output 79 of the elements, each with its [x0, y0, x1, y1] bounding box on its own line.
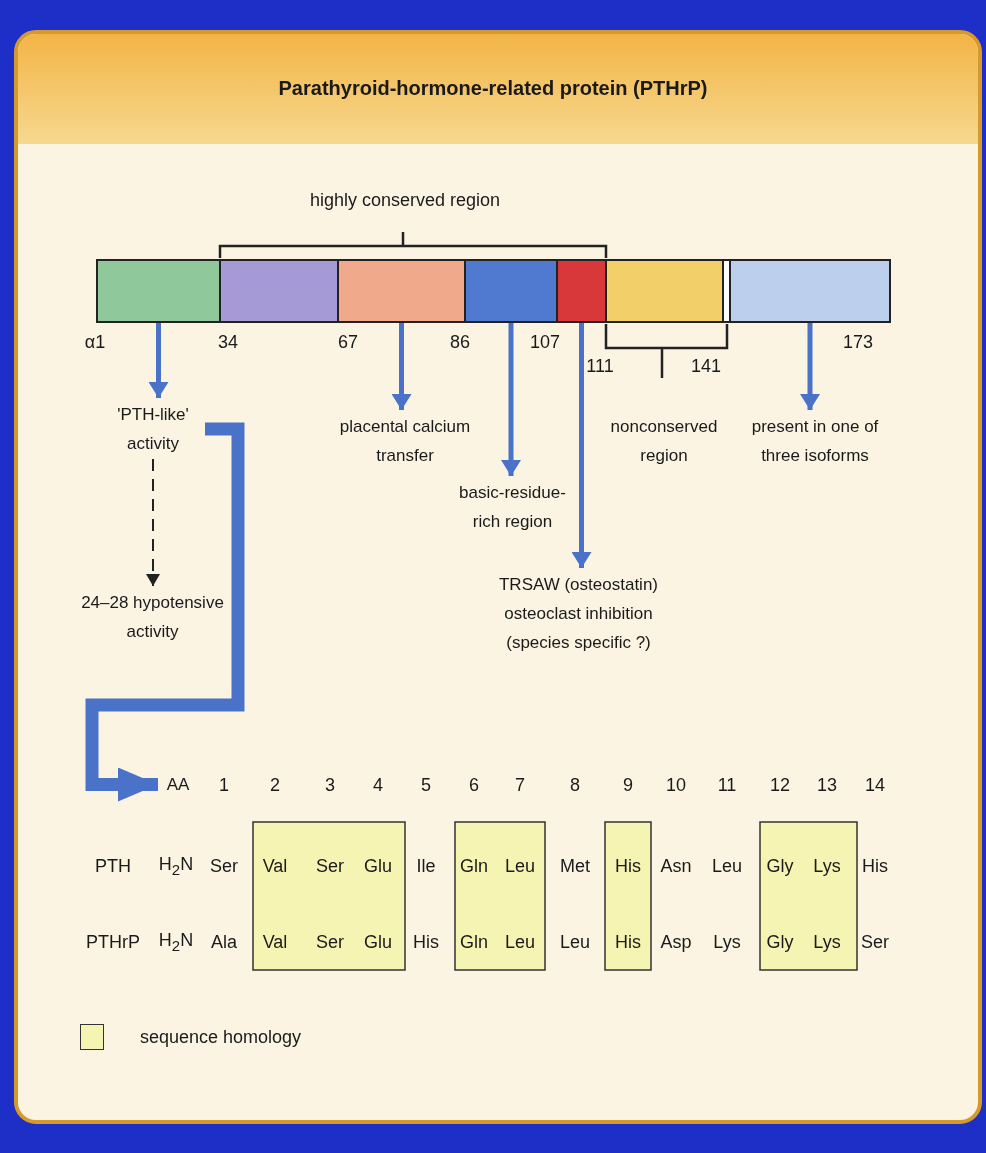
column-header: 14	[865, 774, 885, 796]
column-header: 9	[623, 774, 633, 796]
column-header: 4	[373, 774, 383, 796]
residue-cell: Asp	[660, 931, 692, 953]
residue-cell: H$_{2}$N	[158, 930, 194, 954]
protein-segment	[96, 259, 221, 323]
column-header: 2	[270, 774, 280, 796]
protein-segment	[729, 259, 891, 323]
column-header: 1	[219, 774, 229, 796]
column-header: 7	[515, 774, 525, 796]
row-label: PTHrP	[86, 931, 140, 953]
arrow	[501, 323, 521, 476]
residue-cell: His	[615, 931, 641, 953]
legend-text: sequence homology	[140, 1026, 302, 1048]
residue-number: 86	[450, 331, 470, 353]
annotation-text: 24–28 hypotensive activity	[80, 592, 225, 643]
residue-number: 111	[586, 355, 614, 377]
column-header: 5	[421, 774, 431, 796]
residue-number: α1	[84, 331, 106, 353]
residue-cell: Glu	[364, 855, 392, 877]
residue-cell: Met	[560, 855, 590, 877]
residue-cell: Val	[262, 931, 288, 953]
residue-cell: Ile	[416, 855, 436, 877]
residue-cell: Ser	[316, 931, 344, 953]
region-label: highly conserved region	[309, 189, 501, 211]
annotation-text: osteoclast inhibition (species specific ?)	[503, 603, 654, 654]
residue-number: 34	[218, 331, 238, 353]
residue-cell: Leu	[505, 931, 535, 953]
residue-number: 173	[843, 331, 873, 353]
residue-cell: Gly	[766, 855, 794, 877]
column-header: 3	[325, 774, 335, 796]
residue-cell: Lys	[713, 931, 741, 953]
residue-cell: His	[862, 855, 888, 877]
residue-cell: Val	[262, 855, 288, 877]
residue-cell: Lys	[813, 931, 841, 953]
arrow	[391, 323, 412, 410]
column-header: 6	[469, 774, 479, 796]
residue-cell: Ser	[210, 855, 238, 877]
annotation-text: present in one of three isoforms	[750, 416, 880, 467]
residue-cell: Ala	[211, 931, 237, 953]
residue-number: 107	[530, 331, 560, 353]
protein-segment	[337, 259, 466, 323]
residue-cell: Glu	[364, 931, 392, 953]
residue-cell: Gln	[460, 855, 488, 877]
residue-cell: Gln	[460, 931, 488, 953]
column-header: 8	[570, 774, 580, 796]
arrow	[571, 323, 592, 568]
residue-number: 67	[338, 331, 358, 353]
column-header: AA	[165, 774, 191, 796]
column-header: 13	[817, 774, 837, 796]
protein-segment	[605, 259, 724, 323]
residue-cell: His	[413, 931, 439, 953]
residue-cell: Lys	[813, 855, 841, 877]
protein-segment	[556, 259, 607, 323]
residue-cell: Asn	[660, 855, 692, 877]
column-header: 11	[717, 774, 737, 796]
residue-cell: His	[615, 855, 641, 877]
residue-cell: Ser	[316, 855, 344, 877]
annotation-text: 'PTH-like' activity	[116, 404, 190, 455]
residue-number: 141	[691, 355, 721, 377]
title: Parathyroid-hormone-related protein (PTHrP)	[278, 76, 708, 100]
row-label: PTH	[95, 855, 131, 877]
residue-cell: H$_{2}$N	[158, 854, 194, 878]
column-header: 10	[666, 774, 686, 796]
residue-cell: Gly	[766, 931, 794, 953]
annotation-text: placental calcium transfer	[338, 416, 472, 467]
residue-cell: Leu	[712, 855, 742, 877]
annotation-text: nonconserved region	[609, 416, 719, 467]
column-header: 12	[770, 774, 790, 796]
annotation-text: basic-residue- rich region	[458, 482, 567, 533]
arrow	[800, 323, 820, 410]
arrow	[146, 458, 160, 587]
protein-segment	[219, 259, 339, 323]
residue-cell: Leu	[560, 931, 590, 953]
annotation-text: TRSAW (osteostatin)	[498, 574, 659, 596]
arrow	[148, 323, 169, 398]
protein-segment	[464, 259, 558, 323]
residue-cell: Leu	[505, 855, 535, 877]
residue-cell: Ser	[861, 931, 889, 953]
